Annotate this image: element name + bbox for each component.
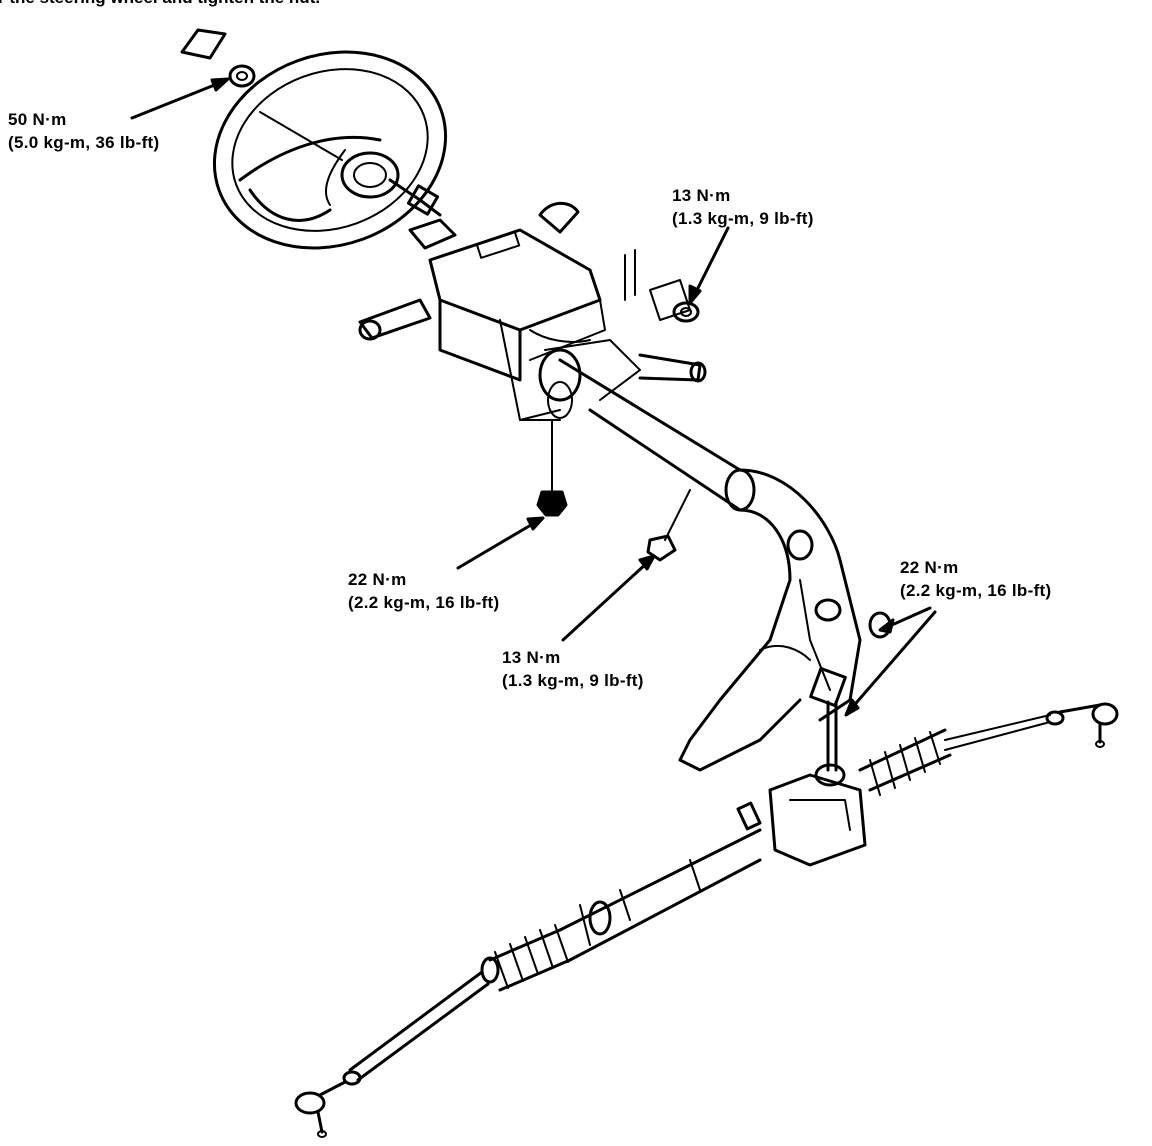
torque-value: 22 N·m bbox=[348, 570, 407, 589]
tie-rod-end-left bbox=[294, 1091, 327, 1138]
upper-column-nut bbox=[672, 301, 700, 323]
torque-conversion: (2.2 kg-m, 16 lb-ft) bbox=[348, 593, 500, 612]
torque-label-joint-bolts: 22 N·m (2.2 kg-m, 16 lb-ft) bbox=[900, 556, 1051, 602]
leader-arrow-column-bolt bbox=[456, 516, 545, 570]
steering-wheel bbox=[212, 50, 448, 250]
leader-arrow-wheel-nut bbox=[130, 77, 230, 120]
lower-column-nut bbox=[646, 489, 691, 562]
tie-rod-end-right bbox=[1058, 702, 1119, 748]
torque-conversion: (2.2 kg-m, 16 lb-ft) bbox=[900, 581, 1052, 600]
steering-wheel-nut bbox=[228, 64, 256, 88]
universal-joint bbox=[809, 666, 847, 772]
rack-tube bbox=[558, 828, 762, 962]
torque-conversion: (1.3 kg-m, 9 lb-ft) bbox=[672, 209, 814, 228]
torque-value: 50 N·m bbox=[8, 110, 67, 129]
steering-gearbox bbox=[736, 763, 867, 867]
torque-conversion: (1.3 kg-m, 9 lb-ft) bbox=[502, 671, 644, 690]
caption-text: r the steering wheel and tighten the nut… bbox=[0, 0, 320, 8]
torque-label-lower-nut: 13 N·m (1.3 kg-m, 9 lb-ft) bbox=[502, 646, 644, 692]
torque-value: 22 N·m bbox=[900, 558, 959, 577]
rack-boot-left bbox=[480, 924, 572, 992]
emblem-part bbox=[180, 28, 227, 60]
leader-arrow-joint-bolts bbox=[844, 606, 937, 717]
tie-rod-left bbox=[318, 970, 490, 1097]
column-switch-housing bbox=[358, 201, 606, 421]
torque-label-upper-nut: 13 N·m (1.3 kg-m, 9 lb-ft) bbox=[672, 184, 814, 230]
column-mounting-bolt bbox=[536, 419, 568, 517]
torque-value: 13 N·m bbox=[502, 648, 561, 667]
leader-arrow-lower-nut bbox=[561, 554, 656, 642]
torque-conversion: (5.0 kg-m, 36 lb-ft) bbox=[8, 133, 160, 152]
leader-arrow-upper-nut bbox=[688, 226, 730, 305]
rack-boot-right bbox=[858, 710, 1065, 796]
torque-label-column-bolt: 22 N·m (2.2 kg-m, 16 lb-ft) bbox=[348, 568, 499, 614]
intermediate-shaft-bracket bbox=[678, 468, 892, 772]
torque-label-wheel-nut: 50 N·m (5.0 kg-m, 36 lb-ft) bbox=[8, 108, 159, 154]
torque-value: 13 N·m bbox=[672, 186, 731, 205]
steering-column-shaft bbox=[519, 249, 742, 512]
